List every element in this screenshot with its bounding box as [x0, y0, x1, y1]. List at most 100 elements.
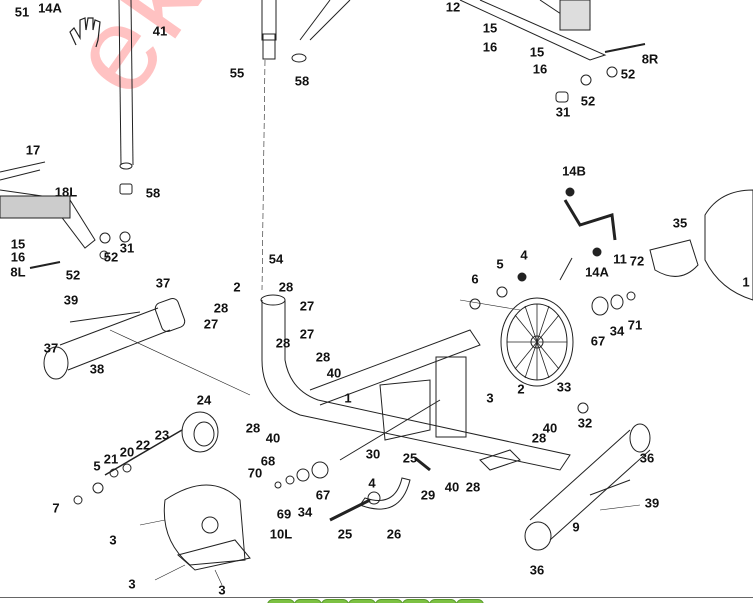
part-label: 28: [465, 479, 481, 495]
nav-button[interactable]: [402, 599, 430, 603]
part-label: 55: [229, 65, 245, 81]
part-label: 72: [629, 253, 645, 269]
part-label: 36: [639, 450, 655, 466]
part-label: 40: [326, 365, 342, 381]
part-label: 12: [445, 0, 461, 15]
part-label: 36: [529, 562, 545, 578]
part-label: 27: [299, 298, 315, 314]
part-label: 33: [556, 379, 572, 395]
part-label: 69: [276, 506, 292, 522]
part-label: 52: [103, 249, 119, 265]
part-label: 5: [93, 458, 101, 474]
part-label: 17: [25, 142, 41, 158]
part-label: 28: [213, 300, 229, 316]
nav-button[interactable]: [348, 599, 376, 603]
front-stabilizer: [524, 423, 651, 551]
part-label: 16: [482, 39, 498, 55]
part-label: 32: [577, 415, 593, 431]
part-label: 58: [294, 73, 310, 89]
part-label: 52: [65, 267, 81, 283]
part-label: 15: [10, 236, 26, 252]
part-label: 34: [297, 504, 313, 520]
part-label: 54: [268, 251, 284, 267]
part-label: 3: [128, 576, 136, 592]
part-label: 3: [218, 582, 226, 598]
part-label: 21: [103, 451, 119, 467]
right-handlebar: [261, 0, 646, 103]
part-label: 4: [520, 247, 528, 263]
part-label: 68: [260, 453, 276, 469]
part-label: 40: [265, 430, 281, 446]
guide-lines: [109, 59, 641, 586]
upright-tube: [118, 0, 134, 195]
part-label: 16: [10, 249, 26, 265]
part-label: 7: [52, 500, 60, 516]
part-label: 8R: [641, 51, 659, 67]
part-label: 71: [627, 317, 643, 333]
part-label: 16: [532, 61, 548, 77]
nav-button[interactable]: [375, 599, 403, 603]
part-label: 41: [152, 23, 168, 39]
part-label: 8L: [10, 264, 26, 280]
part-label: 14B: [562, 163, 586, 179]
part-label: 5: [496, 256, 504, 272]
part-label: 51: [14, 4, 30, 20]
part-label: 14A: [38, 0, 62, 16]
part-label: 28: [315, 349, 331, 365]
part-label: 39: [63, 292, 79, 308]
part-label: 38: [89, 361, 105, 377]
part-label: 26: [386, 526, 402, 542]
part-label: 70: [247, 465, 263, 481]
part-label: 23: [154, 427, 170, 443]
flywheel: [500, 297, 574, 387]
part-label: 40: [444, 479, 460, 495]
part-label: 28: [245, 420, 261, 436]
part-label: 15: [482, 20, 498, 36]
nav-button[interactable]: [321, 599, 349, 603]
part-label: 2: [233, 279, 241, 295]
nav-button[interactable]: [429, 599, 457, 603]
part-label: 4: [368, 475, 376, 491]
part-label: 52: [620, 66, 636, 82]
part-label: 58: [145, 185, 161, 201]
part-label: 18L: [54, 184, 78, 200]
part-label: 30: [365, 446, 381, 462]
part-label: 31: [555, 104, 571, 120]
nav-button[interactable]: [267, 599, 295, 603]
nav-button[interactable]: [456, 599, 484, 603]
part-label: 20: [119, 444, 135, 460]
part-label: 9: [572, 519, 580, 535]
hand-cursor-icon: [69, 17, 101, 48]
part-label: 10L: [269, 526, 293, 542]
belt-pulley: [104, 399, 441, 476]
part-label: 37: [43, 340, 59, 356]
part-label: 6: [471, 271, 479, 287]
part-label: 11: [613, 251, 627, 267]
part-label: 2: [517, 381, 525, 397]
left-cover: [163, 484, 251, 571]
nav-button[interactable]: [294, 599, 322, 603]
part-label: 22: [135, 437, 151, 453]
part-label: 52: [580, 93, 596, 109]
part-label: 35: [672, 215, 688, 231]
crank: [559, 187, 617, 281]
part-label: 25: [402, 450, 418, 466]
part-label: 28: [275, 335, 291, 351]
rear-stabilizer: [43, 297, 186, 380]
part-label: 15: [529, 44, 545, 60]
left-pedal-arm: [0, 161, 131, 269]
main-frame: [260, 294, 571, 471]
part-label: 28: [531, 430, 547, 446]
part-label: 29: [420, 487, 436, 503]
part-label: 40: [542, 420, 558, 436]
part-label: 3: [109, 532, 117, 548]
part-label: 1: [742, 274, 750, 290]
part-label: 14A: [585, 264, 609, 280]
part-label: 25: [337, 526, 353, 542]
part-label: 24: [196, 392, 212, 408]
washers: [73, 272, 589, 505]
part-label: 27: [299, 326, 315, 342]
part-label: 31: [119, 240, 135, 256]
